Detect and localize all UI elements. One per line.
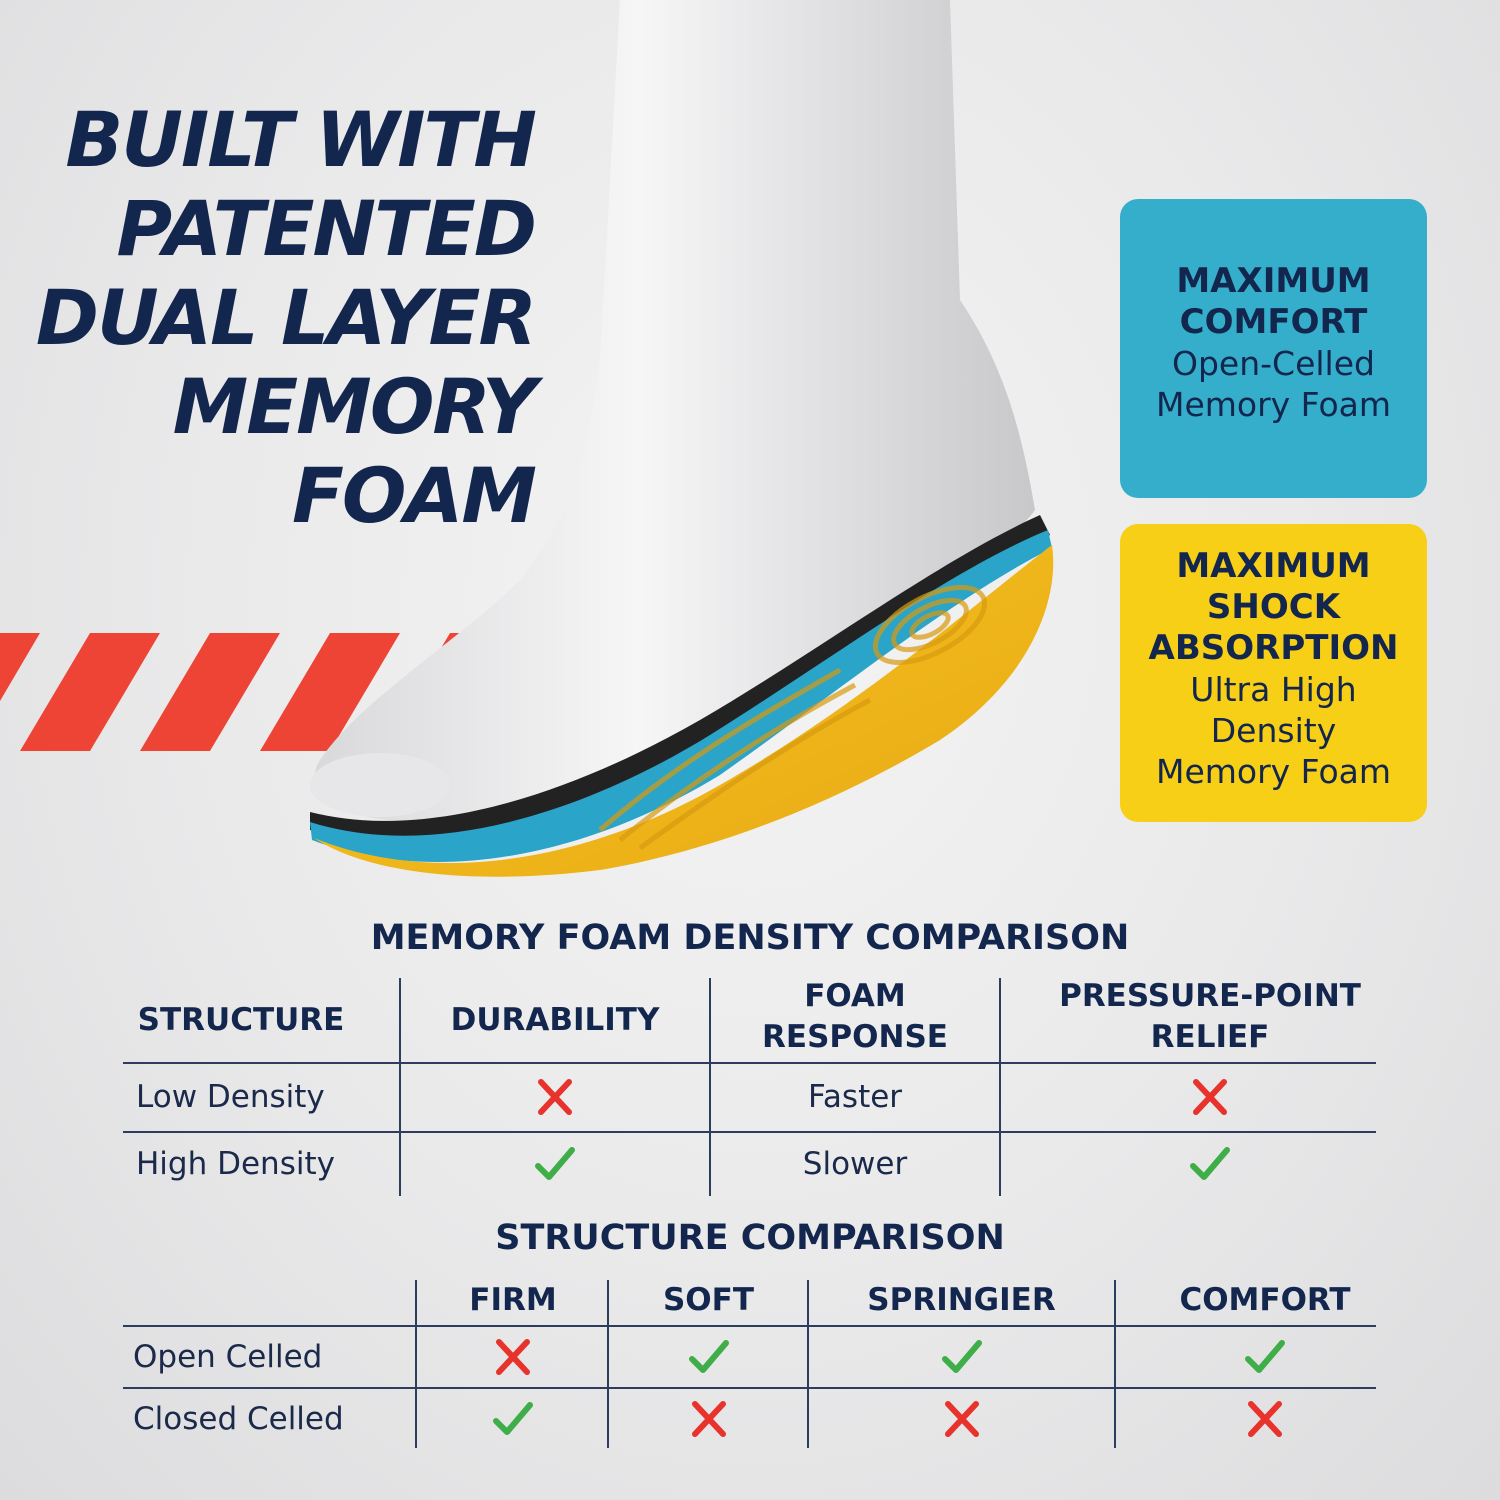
headline-line: BUILT WITH [65,95,537,184]
cross-icon [400,1064,710,1130]
header-text: RESPONSE [762,1019,948,1055]
table-divider [123,1325,1376,1327]
comfort-sub-line: Open-Celled [1172,344,1375,383]
structure-row-label: Open Celled [133,1338,323,1375]
cross-icon [609,1389,808,1449]
comfort-title-line: COMFORT [1179,302,1368,342]
header-text: PRESSURE-POINT [1059,978,1361,1014]
structure-header-firm: FIRM [469,1281,557,1318]
comfort-sub-line: Memory Foam [1155,385,1392,424]
cross-icon [1000,1064,1420,1130]
cross-icon [417,1327,609,1386]
table-divider [709,978,711,1196]
header-text: FOAM [804,978,906,1014]
structure-row-label: Closed Celled [133,1401,344,1437]
density-row-label: Low Density [136,1079,325,1115]
shock-sub-line: Density [1210,711,1337,750]
shock-title-line: ABSORPTION [1148,628,1399,668]
cross-icon [1115,1389,1415,1449]
density-response-value: Faster [807,1079,903,1115]
table-divider [1114,1280,1116,1448]
check-icon [417,1389,609,1449]
check-icon [400,1133,710,1195]
table-divider [999,978,1001,1196]
table-divider [807,1280,809,1448]
comfort-title-line: MAXIMUM [1176,261,1371,301]
shock-feature-box: MAXIMUM SHOCK ABSORPTION Ultra High Dens… [1120,524,1427,822]
structure-table-title: STRUCTURE COMPARISON [495,1218,1005,1258]
check-icon [609,1327,808,1386]
table-divider [123,1062,1376,1064]
check-icon [1115,1327,1415,1386]
table-divider [123,1131,1376,1133]
check-icon [1000,1133,1420,1195]
table-divider [415,1280,417,1448]
shock-sub-line: Memory Foam [1155,752,1392,791]
table-divider [123,1387,1376,1389]
shock-sub-line: Ultra High [1190,670,1357,709]
structure-header-springier: SPRINGIER [867,1281,1056,1318]
density-header-response: FOAM RESPONSE [710,972,1000,1062]
comfort-feature-box: MAXIMUM COMFORT Open-Celled Memory Foam [1120,199,1427,498]
headline: BUILT WITH PATENTED DUAL LAYER MEMORY FO… [30,95,537,540]
density-header-relief: PRESSURE-POINT RELIEF [1000,972,1420,1062]
table-divider [607,1280,609,1448]
header-text: STRUCTURE [137,1001,345,1038]
shock-title-line: SHOCK [1206,587,1341,627]
headline-line: FOAM [292,451,537,540]
header-text: DURABILITY [450,1001,660,1038]
headline-line: DUAL LAYER [35,273,537,362]
header-text: RELIEF [1150,1019,1270,1055]
foot-insole-illustration [310,0,1054,877]
structure-header-comfort: COMFORT [1179,1281,1351,1318]
shock-title-line: MAXIMUM [1176,546,1371,586]
check-icon [808,1327,1115,1386]
density-response-value: Slower [802,1146,908,1182]
table-divider [399,978,401,1196]
structure-header-soft: SOFT [662,1281,754,1318]
density-header-structure: STRUCTURE [123,978,359,1062]
cross-icon [808,1389,1115,1449]
headline-line: MEMORY [172,362,537,451]
density-row-label: High Density [136,1146,335,1182]
headline-line: PATENTED [116,184,537,273]
density-header-durability: DURABILITY [400,978,710,1062]
density-table-title: MEMORY FOAM DENSITY COMPARISON [370,918,1130,958]
